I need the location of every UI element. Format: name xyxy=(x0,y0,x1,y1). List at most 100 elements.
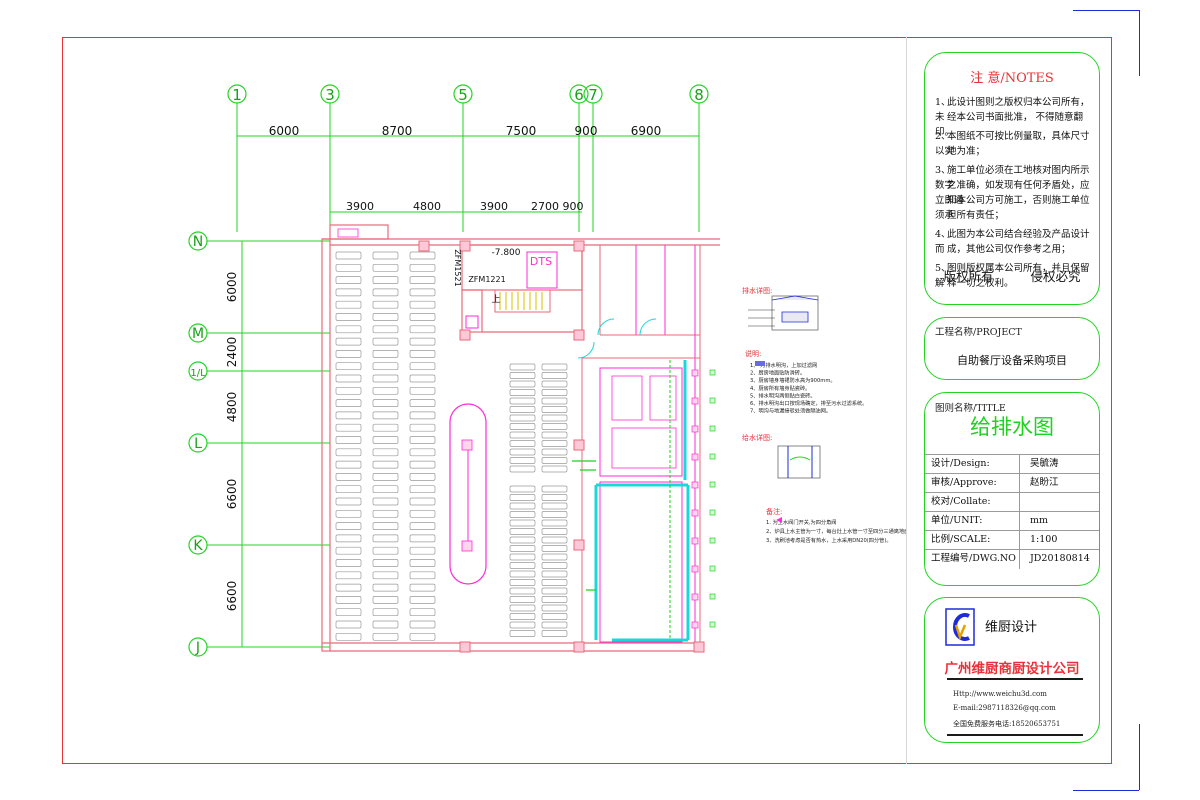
valve-marker xyxy=(709,397,716,404)
title-block-value: 吴毓涛 xyxy=(1030,458,1059,469)
title-block-value: 1:100 xyxy=(1030,534,1058,545)
note-number: 4、 xyxy=(935,229,951,240)
note-line: 经本公司书面批准， 不得随意翻印。 xyxy=(935,110,1091,140)
dining-table xyxy=(541,570,568,578)
dining-table xyxy=(372,509,399,518)
dining-table xyxy=(541,621,568,629)
dining-table xyxy=(372,596,399,604)
dining-table xyxy=(541,562,568,569)
grid-label: 8 xyxy=(694,86,704,104)
dining-table xyxy=(409,313,436,321)
grid-label: 1/L xyxy=(190,368,206,379)
supply-detail-title: 给水详图: xyxy=(742,433,772,442)
dining-table xyxy=(335,350,362,358)
structural-column xyxy=(573,539,585,551)
company-full-name: 广州维厨商厨设计公司 xyxy=(944,661,1080,677)
dimension-label: 6600 xyxy=(225,479,239,510)
dining-table xyxy=(541,494,568,501)
note-number: 2、 xyxy=(935,131,951,142)
note-text: 担所有责任； xyxy=(947,210,1005,221)
valve-marker xyxy=(709,565,716,572)
dining-table xyxy=(335,596,362,604)
fixture-marker xyxy=(691,369,699,377)
note-line: 之准确，如发现有任何矛盾处，应立即通 xyxy=(935,178,1091,208)
dining-table xyxy=(541,587,568,595)
dining-table xyxy=(372,546,399,555)
dining-table xyxy=(335,374,362,383)
valve-marker xyxy=(709,509,716,516)
infringement-notice: 侵权必究 xyxy=(1030,269,1081,284)
dining-table xyxy=(409,473,436,481)
dining-table xyxy=(335,522,362,530)
dining-table xyxy=(372,460,399,469)
fixture-marker xyxy=(691,481,699,489)
dimension-label: 6000 xyxy=(269,124,300,138)
dining-table xyxy=(372,386,399,395)
title-block-value: JD20180814 xyxy=(1030,553,1090,564)
dining-table xyxy=(409,300,436,309)
columns xyxy=(418,240,716,653)
note-line: 4、此图为本公司结合经验及产品设计而 xyxy=(935,227,1091,257)
dining-table xyxy=(541,613,568,620)
dining-table xyxy=(509,596,536,603)
dining-table xyxy=(409,559,436,567)
note-line: 知本公司方可施工，否则施工单位须承 xyxy=(935,193,1091,223)
dining-table xyxy=(541,380,568,388)
dining-table xyxy=(372,337,399,346)
title-block-row: 单位/UNIT:mm xyxy=(925,511,1099,531)
dining-table xyxy=(541,397,568,405)
supply-note: 1. 为上水阀门开关,为四分角阀 xyxy=(766,518,837,526)
dimension-label: 6900 xyxy=(631,124,662,138)
title-block-key: 工程编号/DWG.NO xyxy=(925,550,1020,569)
dining-table xyxy=(541,604,568,612)
dining-table xyxy=(409,620,436,629)
dining-table xyxy=(409,374,436,383)
dining-table xyxy=(541,414,568,422)
drain-note: 7、明沟与地漏接驳处须做隔油网。 xyxy=(750,407,831,415)
note-number: 5、 xyxy=(935,263,951,274)
dimension-label: 2400 xyxy=(225,337,239,368)
dining-table xyxy=(509,604,536,612)
fixture-marker xyxy=(691,621,699,629)
dining-table xyxy=(409,276,436,284)
note-text: 经本公司书面批准， 不得随意翻印。 xyxy=(935,112,1084,138)
drain-detail-title: 排水详图: xyxy=(742,286,772,295)
dining-table xyxy=(372,263,399,272)
dining-table xyxy=(372,436,399,444)
structural-column xyxy=(418,240,430,252)
dining-table xyxy=(509,579,536,586)
dining-table xyxy=(335,485,362,494)
dining-table xyxy=(541,519,568,527)
dining-table xyxy=(335,386,362,395)
dining-table xyxy=(409,497,436,506)
dining-table xyxy=(409,460,436,469)
dining-table xyxy=(409,411,436,420)
valve-marker xyxy=(709,593,716,600)
dining-table xyxy=(409,509,436,518)
dimension-label: 900 xyxy=(563,200,584,213)
structural-column xyxy=(459,329,471,341)
dining-table xyxy=(541,423,568,430)
valve-marker xyxy=(709,481,716,488)
note-line: 1、此设计图则之版权归本公司所有，未 xyxy=(935,95,1091,125)
dining-table xyxy=(335,546,362,555)
dining-table xyxy=(509,613,536,620)
structural-column xyxy=(459,641,471,653)
notes-title: 注 意/NOTES xyxy=(970,71,1054,86)
dining-table xyxy=(372,399,399,407)
fixture-marker xyxy=(691,565,699,573)
title-block-divider xyxy=(906,37,907,764)
dining-table xyxy=(372,583,399,592)
note-text: 施工单位必须在工地核对图内所示数字 xyxy=(935,165,1090,191)
dining-table xyxy=(335,559,362,567)
dining-table xyxy=(335,534,362,543)
supply-note: 3、洗刷池考虑是否有热水，上水采用DN20(四分管)。 xyxy=(766,536,892,544)
dining-table xyxy=(372,411,399,420)
valve-marker xyxy=(709,425,716,432)
valve-marker xyxy=(709,621,716,628)
dining-table xyxy=(541,485,568,493)
drain-note: 3、厨房墙身墙裙防水高为900mm。 xyxy=(750,376,836,384)
drain-note: 5、排水明沟两侧贴白瓷砖。 xyxy=(750,391,816,399)
grid-label: M xyxy=(192,326,204,342)
